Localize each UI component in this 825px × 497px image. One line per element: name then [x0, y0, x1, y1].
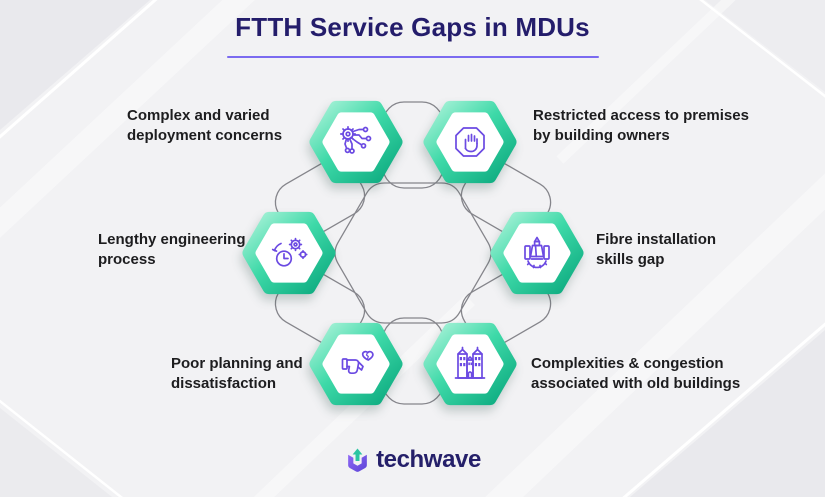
hex-node-old-buildings [415, 314, 525, 414]
hex-node-poor-planning [301, 314, 411, 414]
title-underline [226, 56, 599, 58]
stop-hand-icon [450, 122, 490, 162]
brand-footer: techwave [0, 446, 825, 474]
thumbs-down-broken-heart-icon [336, 344, 376, 384]
page-title: FTTH Service Gaps in MDUs [235, 12, 590, 42]
brand-wordmark: techwave [376, 446, 481, 473]
circuit-gear-icon [336, 122, 376, 162]
label-deployment: Complex and varied deployment concerns [127, 107, 283, 144]
old-building-icon [450, 344, 490, 384]
hex-node-deployment [301, 92, 411, 192]
gears-clock-icon [269, 233, 309, 273]
label-skills-gap: Fibre installation skills gap [596, 231, 717, 268]
label-lengthy-engineering: Lengthy engineering process [98, 231, 246, 268]
hex-node-restricted-access [415, 92, 525, 192]
hex-node-lengthy-engineering [234, 203, 344, 303]
techwave-arrow-cube-icon [344, 447, 371, 474]
hex-node-skills-gap [482, 203, 592, 303]
label-poor-planning: Poor planning and dissatisfaction [171, 355, 303, 392]
fibre-splicer-tool-icon [517, 233, 557, 273]
label-restricted-access: Restricted access to premises by buildin… [533, 107, 749, 144]
label-old-buildings: Complexities & congestion associated wit… [531, 355, 741, 392]
